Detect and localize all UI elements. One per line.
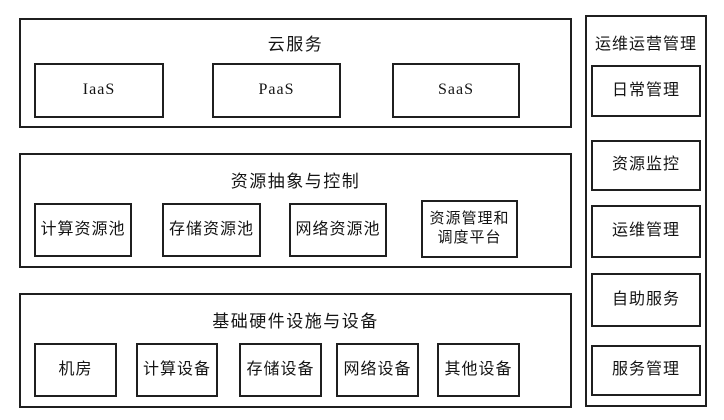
- box-paas-label: PaaS: [258, 81, 295, 99]
- box-resource-scheduling-platform-label: 资源管理和 调度平台: [429, 210, 510, 247]
- section-cloud-services: 云服务 IaaS PaaS SaaS: [19, 18, 572, 128]
- box-ops-management-label: 运维管理: [611, 222, 680, 240]
- box-network-equipment: 网络设备: [336, 343, 419, 397]
- box-compute-pool: 计算资源池: [34, 203, 132, 257]
- box-daily-management: 日常管理: [591, 65, 701, 117]
- box-service-management: 服务管理: [591, 345, 701, 396]
- box-saas-label: SaaS: [438, 81, 474, 99]
- box-other-equipment: 其他设备: [437, 343, 520, 397]
- box-network-pool: 网络资源池: [289, 203, 387, 257]
- section-resource-abstraction: 资源抽象与控制 计算资源池 存储资源池 网络资源池 资源管理和 调度平台: [19, 153, 572, 268]
- section-hardware-infrastructure-title: 基础硬件设施与设备: [212, 312, 379, 331]
- box-resource-monitoring: 资源监控: [591, 140, 701, 191]
- box-self-service-label: 自助服务: [611, 290, 680, 308]
- box-iaas: IaaS: [34, 63, 164, 118]
- box-compute-equipment-label: 计算设备: [142, 360, 211, 378]
- box-storage-pool: 存储资源池: [162, 203, 261, 257]
- box-storage-equipment-label: 存储设备: [246, 360, 315, 378]
- section-resource-abstraction-title: 资源抽象与控制: [230, 172, 361, 191]
- box-machine-room: 机房: [34, 343, 117, 397]
- box-other-equipment-label: 其他设备: [444, 360, 513, 378]
- box-ops-management: 运维管理: [591, 205, 701, 258]
- section-hardware-infrastructure: 基础硬件设施与设备 机房 计算设备 存储设备 网络设备 其他设备: [19, 293, 572, 408]
- box-self-service: 自助服务: [591, 273, 701, 327]
- box-network-equipment-label: 网络设备: [343, 360, 412, 378]
- box-network-pool-label: 网络资源池: [295, 220, 381, 238]
- box-storage-pool-label: 存储资源池: [168, 220, 254, 238]
- box-daily-management-label: 日常管理: [611, 81, 680, 99]
- box-machine-room-label: 机房: [58, 360, 93, 378]
- box-resource-monitoring-label: 资源监控: [611, 156, 680, 174]
- side-panel-title: 运维运营管理: [594, 36, 697, 53]
- section-cloud-services-title: 云服务: [267, 35, 324, 54]
- box-resource-scheduling-platform: 资源管理和 调度平台: [421, 200, 518, 258]
- box-saas: SaaS: [392, 63, 520, 118]
- box-iaas-label: IaaS: [82, 81, 116, 99]
- box-compute-pool-label: 计算资源池: [40, 220, 126, 238]
- side-panel-operations-management: 运维运营管理 日常管理 资源监控 运维管理 自助服务 服务管理: [585, 15, 707, 407]
- box-compute-equipment: 计算设备: [136, 343, 218, 397]
- box-service-management-label: 服务管理: [611, 361, 680, 379]
- box-storage-equipment: 存储设备: [239, 343, 322, 397]
- box-paas: PaaS: [212, 63, 341, 118]
